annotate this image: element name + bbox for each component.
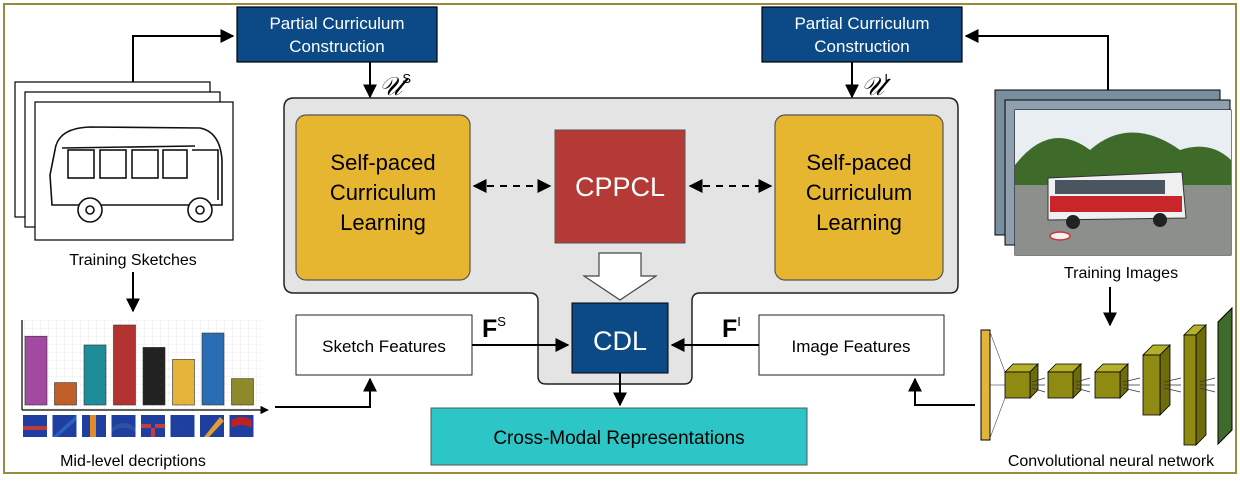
self-paced-box-left: Self-paced Curriculum Learning — [295, 114, 471, 281]
filter-patch — [141, 415, 165, 437]
partial-box-left-line2: Construction — [289, 37, 384, 56]
arrow-cnn-to-image-features — [908, 377, 975, 406]
bus-photo-windows — [1055, 180, 1165, 194]
midlevel-patches — [23, 415, 254, 437]
cnn-block-3 — [1094, 363, 1129, 399]
cdl-label: CDL — [593, 326, 647, 356]
cppcl-label: CPPCL — [575, 172, 665, 202]
cppcl-rect — [554, 129, 686, 244]
midlevel-bar — [83, 344, 107, 406]
self-paced-left-line1: Self-paced — [330, 150, 435, 175]
bus-photo-road-marking — [1049, 231, 1071, 241]
cnn-fan-arrows — [1031, 377, 1216, 393]
bus-sketch-icon — [49, 126, 223, 223]
cdl-box: CDL — [571, 302, 669, 374]
midlevel-bar — [113, 324, 136, 406]
cdl-rect — [571, 302, 669, 374]
filter-patch-stroke — [111, 423, 136, 432]
partial-box-left-line1: Partial Curriculum — [269, 14, 404, 33]
self-paced-right-line3: Learning — [816, 210, 902, 235]
sketch-features-box: Sketch Features — [295, 314, 473, 376]
cross-modal-rect — [430, 407, 808, 466]
bus-photo-icon — [1014, 109, 1232, 256]
hollow-down-arrow — [582, 252, 658, 301]
filter-patch-stroke — [231, 417, 252, 428]
f-image-symbol: FI — [722, 314, 741, 343]
cnn-block-1 — [1004, 363, 1039, 399]
self-paced-left-line3: Learning — [340, 210, 426, 235]
cnn-block-4 — [1142, 344, 1171, 416]
partial-box-right-line1: Partial Curriculum — [794, 14, 929, 33]
midlevel-bar — [172, 359, 195, 406]
image-features-rect — [758, 314, 945, 376]
partial-curriculum-box-sketch: Partial Curriculum Construction — [236, 6, 438, 63]
cross-modal-box: Cross-Modal Representations — [430, 407, 808, 466]
partial-box-left-rect — [236, 6, 438, 63]
cnn-lines — [989, 331, 1006, 439]
cnn-output-image — [1217, 306, 1233, 446]
bus-photo-stripe — [1050, 196, 1182, 212]
training-images-label: Training Images — [1064, 265, 1178, 282]
image-features-box: Image Features — [758, 314, 945, 376]
cnn-label: Convolutional neural network — [1008, 453, 1215, 470]
midlevel-chart — [21, 320, 269, 437]
sketch-features-label: Sketch Features — [322, 337, 446, 356]
self-paced-left-line2: Curriculum — [330, 180, 436, 205]
midlevel-label: Mid-level decriptions — [60, 453, 206, 470]
partial-curriculum-box-image: Partial Curriculum Construction — [761, 6, 963, 63]
cross-modal-label: Cross-Modal Representations — [493, 428, 744, 449]
training-sketches-stack — [14, 81, 234, 241]
f-sketch-letter: F — [482, 315, 497, 343]
bus-photo-wheel-front — [1066, 215, 1080, 229]
filter-patch-stroke — [52, 415, 77, 437]
midlevel-bar — [201, 332, 225, 406]
training-images-stack — [994, 89, 1232, 256]
arrow-images-to-partial — [964, 29, 1109, 90]
self-paced-right-line2: Curriculum — [806, 180, 912, 205]
f-image-sup: I — [737, 314, 741, 329]
f-sketch-sup: S — [497, 314, 506, 329]
cnn-diagram-icon — [980, 306, 1233, 446]
cppcl-box: CPPCL — [554, 129, 686, 244]
arrow-midlevel-to-sketch-features — [275, 377, 377, 408]
filter-patch-stroke — [23, 426, 47, 430]
filter-patch-stroke — [90, 415, 96, 437]
image-features-label: Image Features — [791, 337, 910, 356]
partial-box-right-rect — [761, 6, 963, 63]
bus-photo-wheel-rear — [1153, 213, 1167, 227]
arrow-sketches-to-partial — [132, 29, 235, 82]
f-sketch-symbol: FS — [482, 314, 506, 343]
midlevel-bar — [142, 347, 166, 406]
cnn-input-plane — [980, 329, 991, 441]
partial-box-right-line2: Construction — [814, 37, 909, 56]
u-sketch-sup: S — [402, 71, 411, 86]
midlevel-bar — [24, 335, 48, 406]
self-paced-right-rect — [774, 114, 944, 281]
filter-patch-stroke — [204, 417, 224, 437]
u-image-sup: I — [884, 71, 888, 86]
training-sketches-label: Training Sketches — [69, 252, 196, 269]
self-paced-left-rect — [295, 114, 471, 281]
filter-patch-stroke — [170, 415, 195, 437]
self-paced-right-line1: Self-paced — [806, 150, 911, 175]
midlevel-bars — [24, 324, 254, 406]
midlevel-bar — [231, 378, 254, 406]
cnn-block-2 — [1047, 363, 1082, 399]
f-image-letter: F — [722, 315, 737, 343]
self-paced-box-right: Self-paced Curriculum Learning — [774, 114, 944, 281]
filter-patch-stroke — [141, 424, 165, 437]
midlevel-bar — [54, 382, 77, 406]
